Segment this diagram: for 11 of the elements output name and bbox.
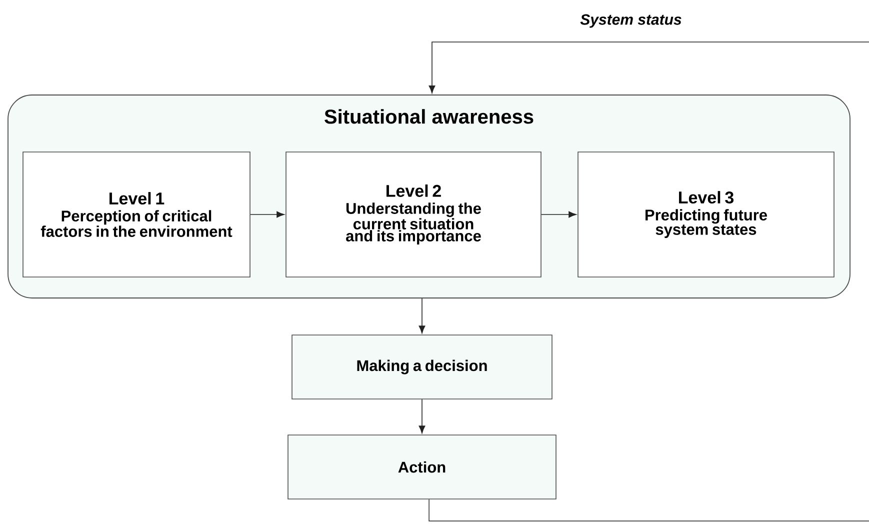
process-box: Action [288, 434, 556, 500]
level-box: Level 3 Predicting future system states [578, 152, 834, 278]
arrow [428, 42, 869, 94]
edge-label: System status [580, 14, 682, 28]
arrow [418, 399, 426, 434]
level-box: Level 1 Perception of critical factors in the environment [22, 152, 250, 278]
arrow [250, 211, 284, 218]
process-box: Making a decision [292, 334, 552, 400]
arrow [418, 298, 426, 334]
arrow [541, 211, 576, 218]
level-box: Level 2 Understanding the current situation and its importance [286, 152, 542, 278]
